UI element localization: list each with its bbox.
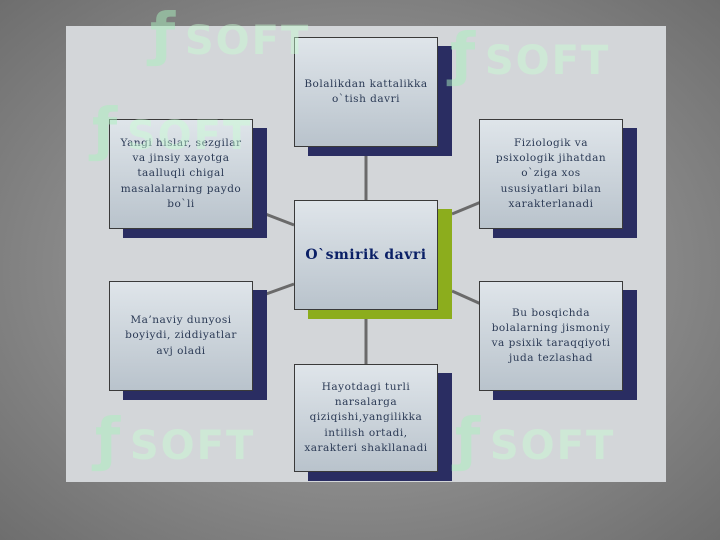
node-bottom-left-text: Ma’naviy dunyosi boyiydi, ziddiyatlar av… — [125, 314, 237, 357]
watermark-glyph: ƒ — [455, 405, 483, 473]
watermark-logo: ƒ SOFT — [455, 405, 615, 473]
node-top-right-text: Fiziologik va psixologik jihatdan o`ziga… — [495, 136, 607, 210]
node-bottom-right: Bu bosqichda bolalarning jismoniy va psi… — [479, 281, 623, 391]
watermark-logo: ƒ SOFT — [450, 20, 610, 88]
node-center-text: O`smirik davri — [305, 246, 427, 263]
watermark-logo: ƒ SOFT — [150, 0, 310, 68]
watermark-glyph: ƒ — [150, 0, 178, 68]
watermark-word: SOFT — [129, 423, 256, 469]
watermark-word: SOFT — [489, 423, 616, 469]
watermark-word: SOFT — [484, 38, 611, 84]
watermark-logo: ƒ SOFT — [92, 95, 252, 163]
node-bottom: Hayotdagi turli narsalarga qiziqishi,yan… — [294, 364, 438, 472]
node-top-right: Fiziologik va psixologik jihatdan o`ziga… — [479, 119, 623, 229]
node-top-left-text: Yangi hislar, sezgilar va jinsiy xayotga… — [120, 136, 242, 210]
node-top-text: Bolalikdan kattalikka o`tish davri — [304, 77, 428, 105]
watermark-glyph: ƒ — [92, 95, 120, 163]
watermark-word: SOFT — [126, 113, 253, 159]
watermark-glyph: ƒ — [450, 20, 478, 88]
node-top-left: Yangi hislar, sezgilar va jinsiy xayotga… — [109, 119, 253, 229]
node-center: O`smirik davri — [294, 200, 438, 310]
node-bottom-right-text: Bu bosqichda bolalarning jismoniy va psi… — [491, 306, 611, 365]
watermark-word: SOFT — [184, 18, 311, 64]
node-bottom-text: Hayotdagi turli narsalarga qiziqishi,yan… — [304, 380, 428, 454]
watermark-glyph: ƒ — [95, 405, 123, 473]
node-top: Bolalikdan kattalikka o`tish davri — [294, 37, 438, 147]
node-bottom-left: Ma’naviy dunyosi boyiydi, ziddiyatlar av… — [109, 281, 253, 391]
watermark-logo: ƒ SOFT — [95, 405, 255, 473]
